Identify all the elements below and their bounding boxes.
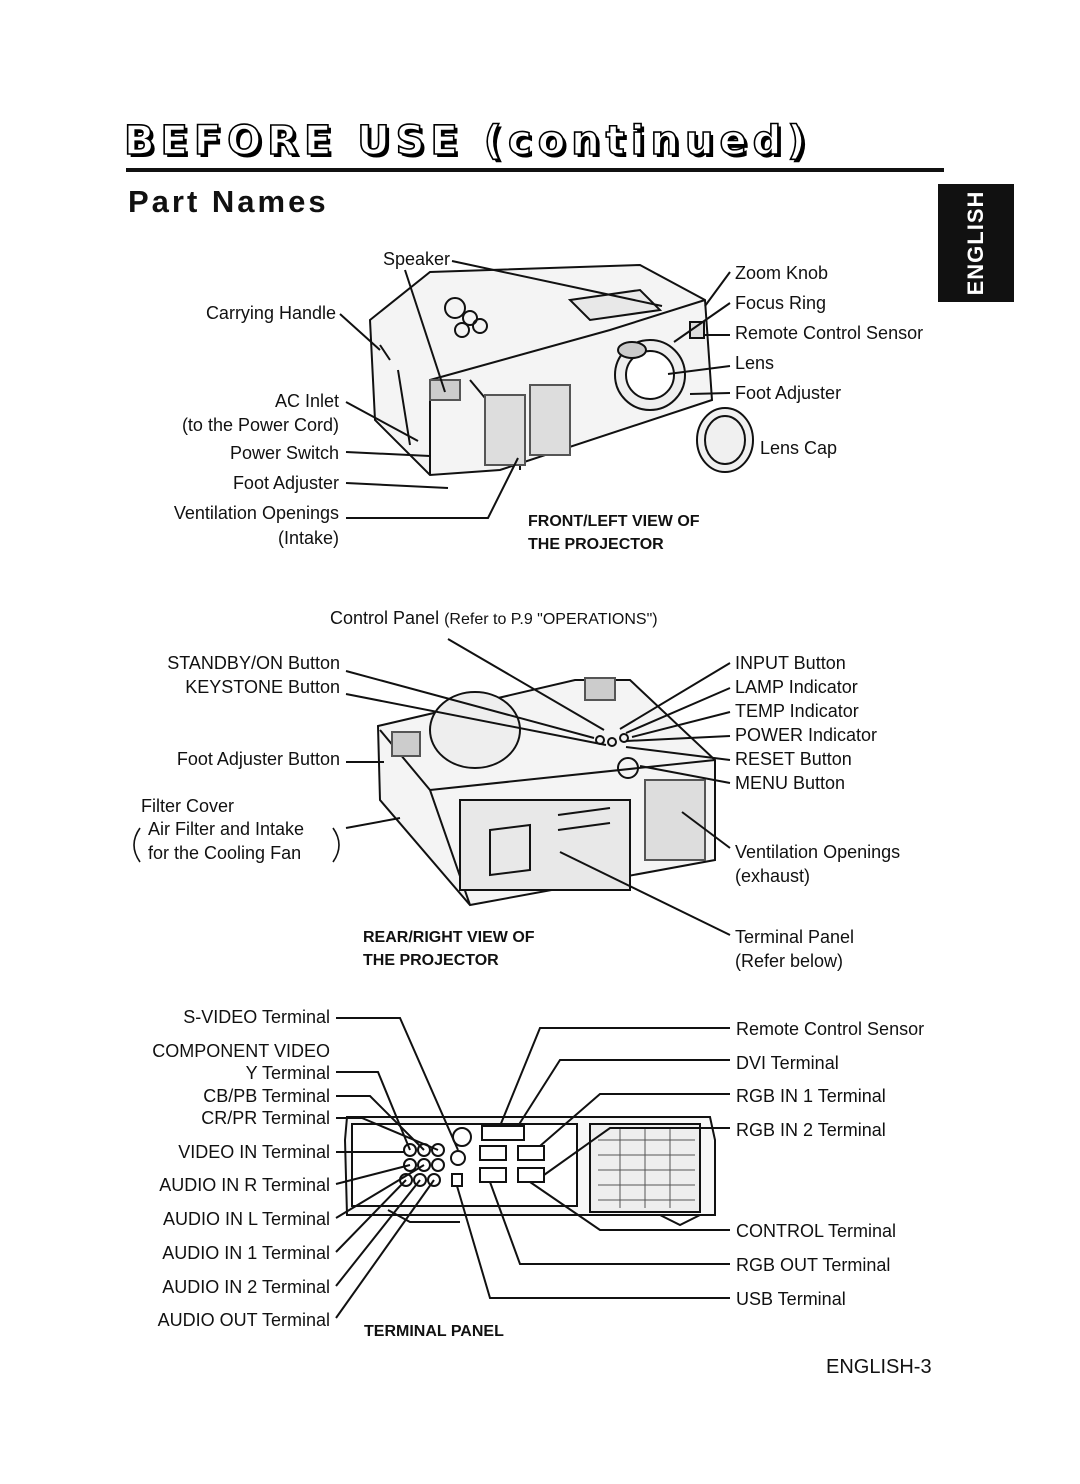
control-panel-title-ref: (Refer to P.9 "OPERATIONS") xyxy=(444,611,658,628)
label-remote-control-sensor-panel: Remote Control Sensor xyxy=(736,1019,925,1039)
label-lens: Lens xyxy=(735,353,775,373)
label-foot-adjuster-right: Foot Adjuster xyxy=(735,383,842,403)
rear-view-projector-drawing xyxy=(345,638,731,936)
label-foot-adjuster-left: Foot Adjuster xyxy=(232,473,339,493)
rear-view-caption-line1: REAR/RIGHT VIEW OF xyxy=(363,929,535,946)
label-speaker: Speaker xyxy=(382,249,450,269)
label-foot-adjuster-button: Foot Adjuster Button xyxy=(176,749,340,769)
label-cb-pb-terminal: CB/PB Terminal xyxy=(203,1086,330,1106)
label-ventilation-openings: Ventilation Openings xyxy=(173,503,339,523)
label-reset-button: RESET Button xyxy=(735,749,852,769)
label-control-terminal: CONTROL Terminal xyxy=(736,1221,897,1241)
label-audio-in-l-terminal: AUDIO IN L Terminal xyxy=(162,1209,330,1229)
language-tab: ENGLISH xyxy=(938,184,1014,302)
front-view-caption-line1: FRONT/LEFT VIEW OF xyxy=(528,513,700,530)
label-zoom-knob: Zoom Knob xyxy=(735,263,829,283)
label-ac-inlet: AC Inlet xyxy=(274,391,339,411)
page-header-title: BEFORE USE (continued) xyxy=(123,117,812,165)
label-terminal-panel: Terminal Panel xyxy=(735,927,855,947)
label-power-indicator: POWER Indicator xyxy=(735,725,878,745)
label-filter-cover: Filter Cover xyxy=(141,796,235,816)
label-rgb-in-2-terminal: RGB IN 2 Terminal xyxy=(736,1120,886,1140)
label-usb-terminal: USB Terminal xyxy=(736,1289,846,1309)
label-rgb-out-terminal: RGB OUT Terminal xyxy=(736,1255,891,1275)
terminal-panel-drawing xyxy=(335,1017,730,1319)
label-remote-control-sensor-front: Remote Control Sensor xyxy=(735,323,924,343)
label-component-video: COMPONENT VIDEO xyxy=(152,1041,330,1061)
label-audio-out-terminal: AUDIO OUT Terminal xyxy=(157,1310,330,1330)
label-audio-in-r-terminal: AUDIO IN R Terminal xyxy=(159,1175,330,1195)
label-dvi-terminal: DVI Terminal xyxy=(736,1053,839,1073)
label-rgb-in-1-terminal: RGB IN 1 Terminal xyxy=(736,1086,886,1106)
label-input-button: INPUT Button xyxy=(735,653,846,673)
label-audio-in-2-terminal: AUDIO IN 2 Terminal xyxy=(162,1277,330,1297)
label-focus-ring: Focus Ring xyxy=(735,293,827,313)
label-exhaust: (exhaust) xyxy=(735,866,811,886)
label-ac-inlet-note: (to the Power Cord) xyxy=(181,415,339,435)
label-audio-in-1-terminal: AUDIO IN 1 Terminal xyxy=(162,1243,330,1263)
label-video-in-terminal: VIDEO IN Terminal xyxy=(178,1142,330,1162)
label-lamp-indicator: LAMP Indicator xyxy=(735,677,858,697)
label-s-video-terminal: S-VIDEO Terminal xyxy=(183,1007,330,1027)
label-carrying-handle: Carrying Handle xyxy=(205,303,336,323)
label-ventilation-exhaust: Ventilation Openings xyxy=(735,842,901,862)
label-intake: (Intake) xyxy=(277,528,339,548)
header-rule xyxy=(126,168,944,172)
label-refer-below: (Refer below) xyxy=(735,951,844,971)
label-menu-button: MENU Button xyxy=(735,773,846,793)
terminal-panel-caption: TERMINAL PANEL xyxy=(364,1323,504,1340)
section-title: Part Names xyxy=(128,184,329,219)
label-y-terminal: Y Terminal xyxy=(245,1063,330,1083)
label-power-switch: Power Switch xyxy=(229,443,339,463)
label-temp-indicator: TEMP Indicator xyxy=(735,701,859,721)
rear-view-caption-line2: THE PROJECTOR xyxy=(363,952,499,969)
label-lens-cap: Lens Cap xyxy=(760,438,838,458)
label-cr-pr-terminal: CR/PR Terminal xyxy=(201,1108,330,1128)
label-air-filter: Air Filter and Intake xyxy=(148,819,305,839)
label-keystone-button: KEYSTONE Button xyxy=(185,677,340,697)
front-view-projector-drawing xyxy=(339,260,754,519)
label-standby-on-button: STANDBY/ON Button xyxy=(167,653,340,673)
page-number: ENGLISH-3 xyxy=(826,1356,932,1378)
control-panel-title-main: Control Panel xyxy=(330,608,440,628)
control-panel-title: Control Panel (Refer to P.9 "OPERATIONS"… xyxy=(330,608,658,629)
front-view-caption-line2: THE PROJECTOR xyxy=(528,536,664,553)
label-cooling-fan: for the Cooling Fan xyxy=(148,843,302,863)
